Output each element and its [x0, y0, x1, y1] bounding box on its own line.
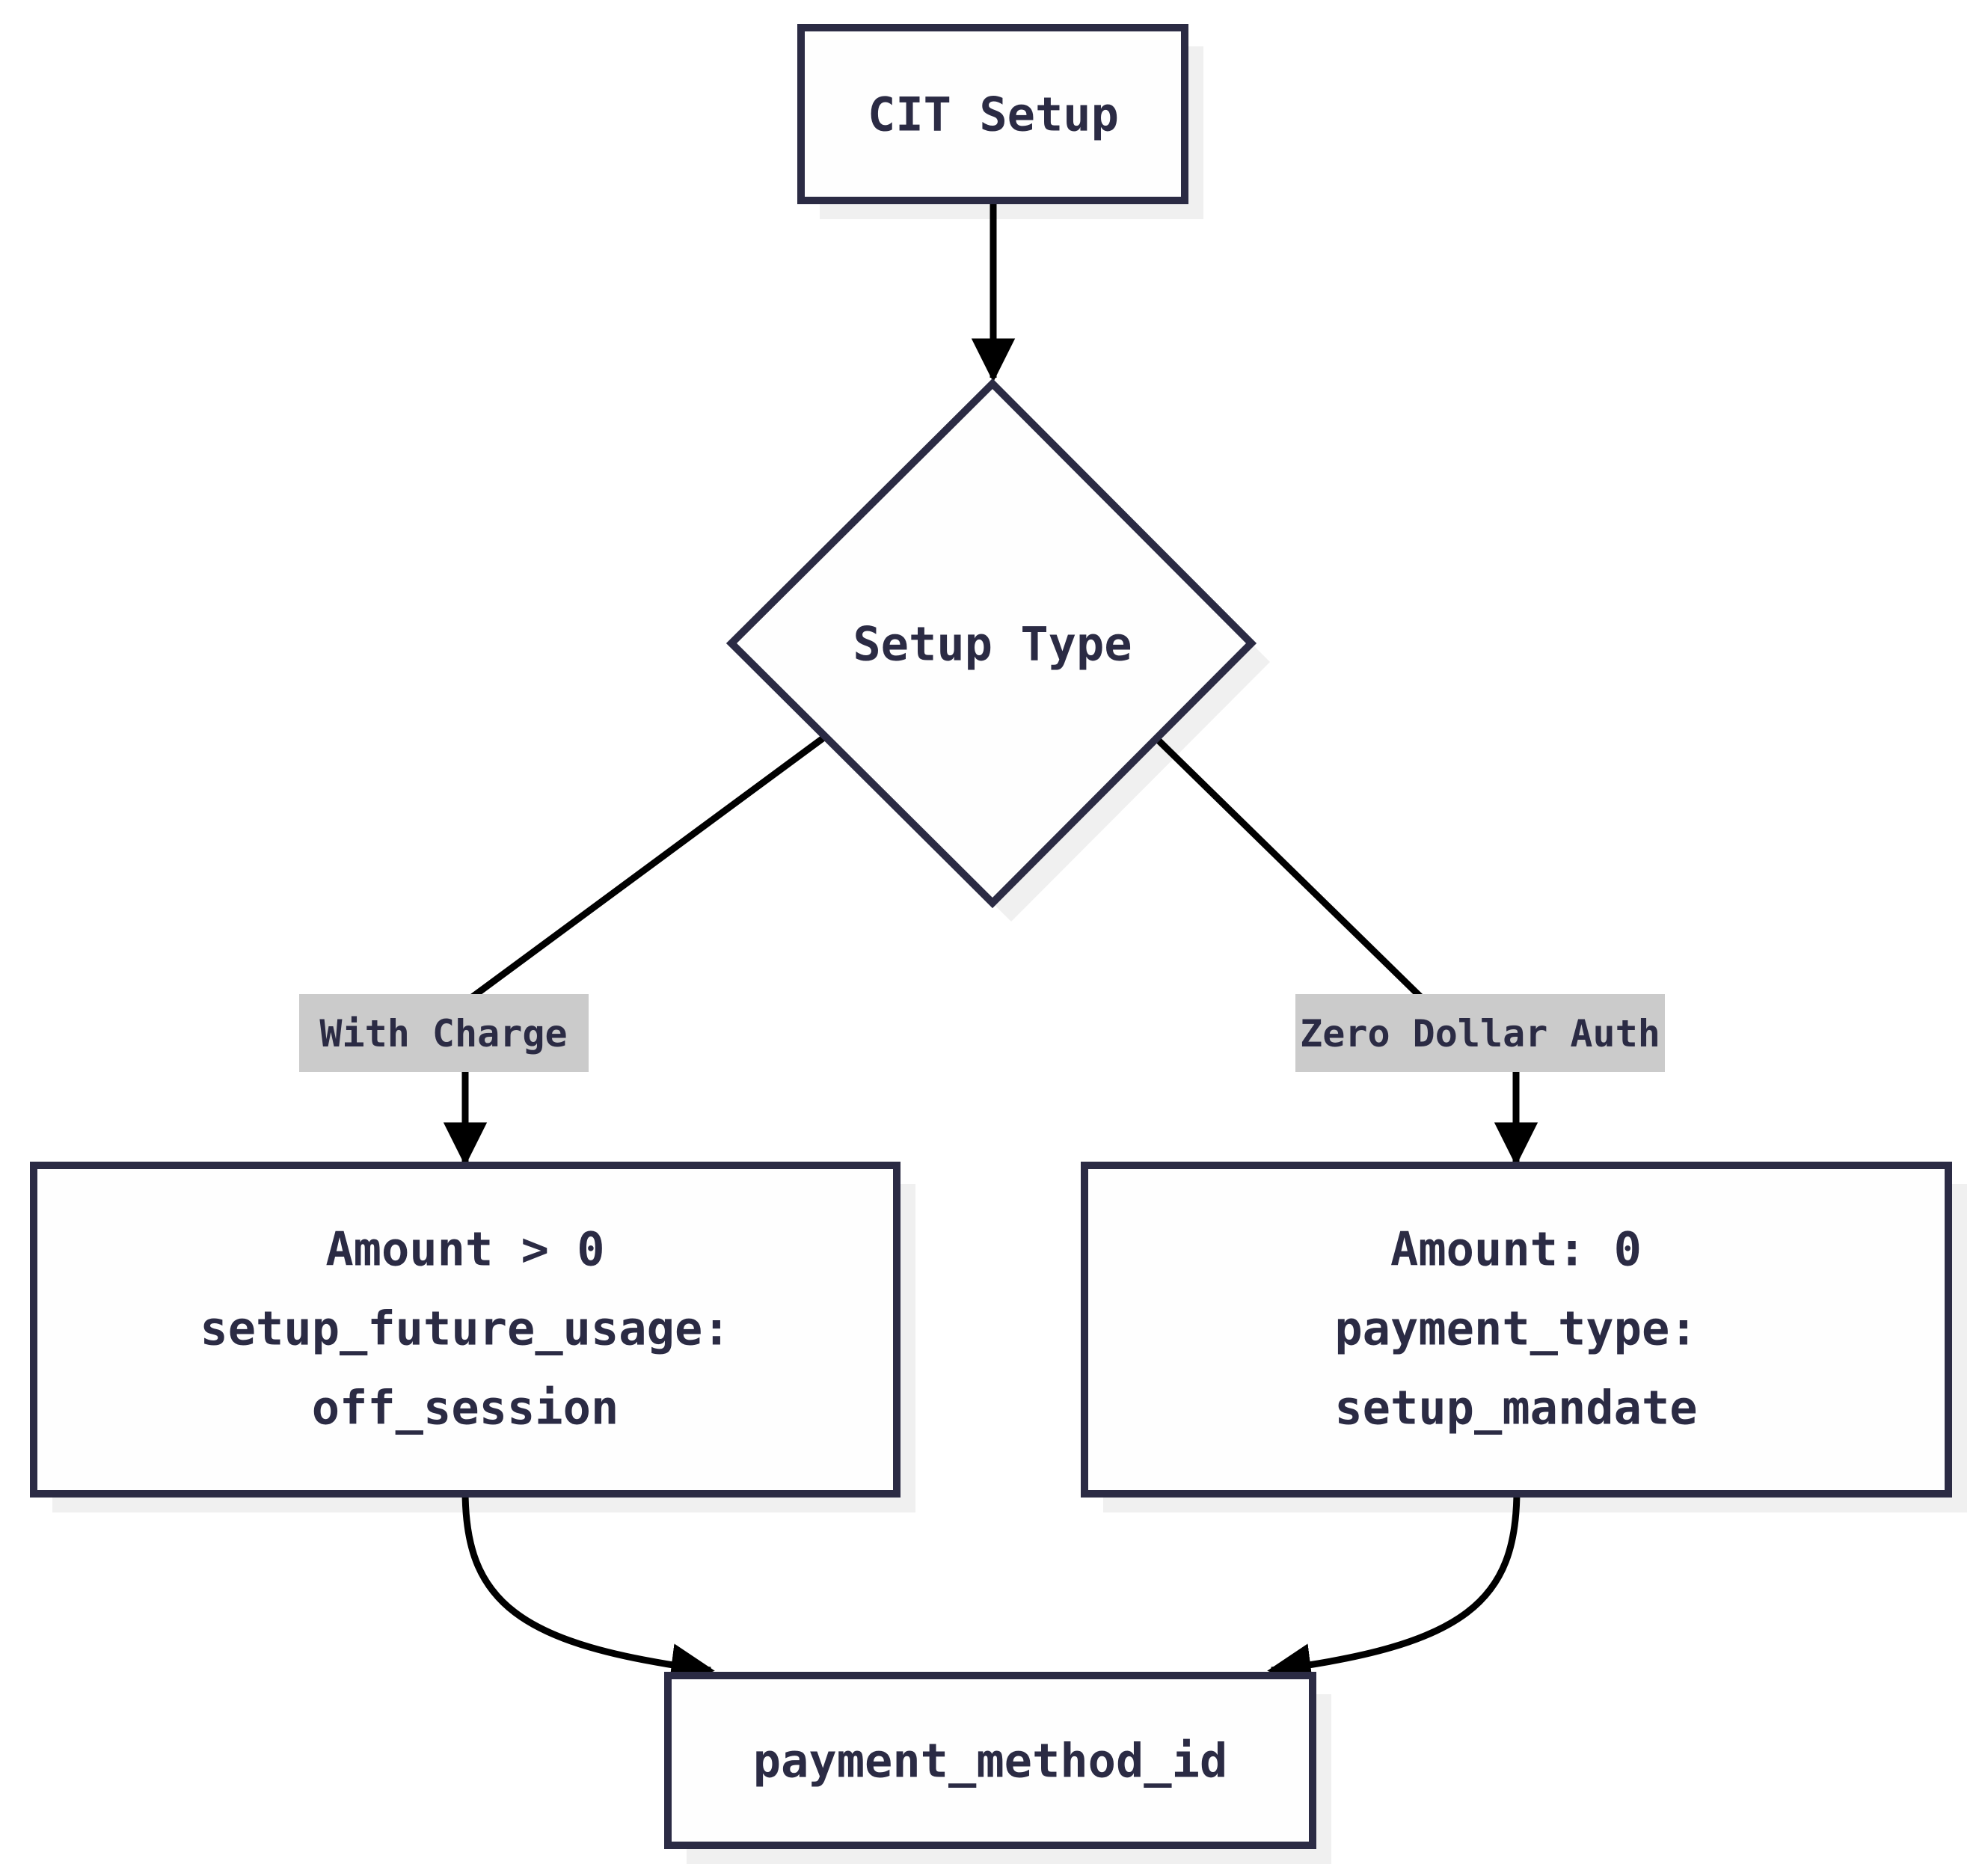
zero-dollar-auth-edge-label-bg	[1295, 994, 1665, 1072]
zero-dollar-auth-edge-label: Zero Dollar Auth	[1300, 1012, 1660, 1055]
edge-decision-to-withcharge-diagonal	[458, 734, 827, 1009]
payment-method-id-label: payment_method_id	[753, 1734, 1228, 1788]
edge-left-to-result	[461, 1489, 715, 1688]
edge-decision-to-zerodollar-diagonal	[1153, 735, 1433, 1009]
setup-type-decision-diamond	[725, 378, 1257, 909]
setup-type-label: Setup Type	[853, 617, 1132, 672]
with-charge-params-line1: Amount > 0	[325, 1222, 604, 1277]
node-shadows	[52, 46, 1967, 1864]
with-charge-params-node	[30, 1162, 901, 1498]
zero-dollar-params-line2: payment_type:	[1334, 1302, 1697, 1356]
payment-method-id-node	[664, 1672, 1316, 1849]
edges	[443, 193, 1538, 1688]
cit-setup-label: CIT Setup	[868, 88, 1119, 142]
with-charge-edge-label-bg	[299, 994, 589, 1072]
edge-right-to-result	[1267, 1489, 1521, 1688]
zero-dollar-params-line3: setup_mandate	[1334, 1381, 1697, 1435]
edge-labels: With Charge Zero Dollar Auth	[299, 994, 1665, 1072]
with-charge-params-line2: setup_future_usage:	[200, 1302, 730, 1356]
with-charge-edge-label: With Charge	[319, 1012, 567, 1055]
zero-dollar-params-node	[1081, 1162, 1952, 1498]
cit-setup-node	[797, 24, 1188, 204]
nodes: CIT Setup Setup Type Amount > 0 setup_fu…	[30, 24, 1952, 1849]
with-charge-params-line3: off_session	[312, 1381, 619, 1435]
zero-dollar-params-line1: Amount: 0	[1390, 1222, 1642, 1277]
